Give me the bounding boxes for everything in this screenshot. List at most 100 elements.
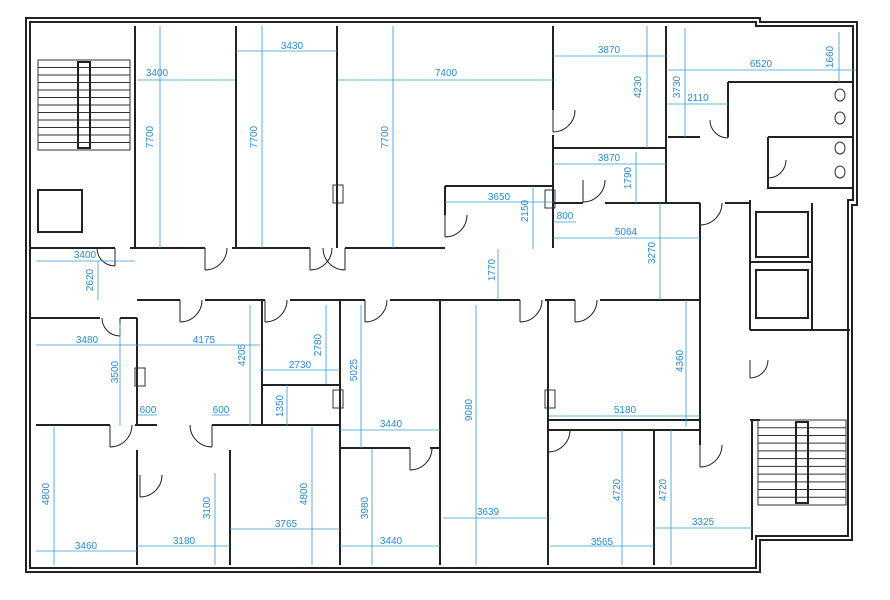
- wall: [553, 26, 667, 204]
- toilet-icon: [834, 88, 846, 102]
- dimension-label: 3870: [598, 45, 621, 56]
- door-swing: [552, 109, 576, 133]
- column-icon: [134, 367, 146, 387]
- dimension-label: 3565: [591, 537, 614, 548]
- dimension-label: 4800: [299, 482, 310, 505]
- dimension-label: 1660: [825, 45, 836, 68]
- wall: [134, 26, 554, 248]
- dimension-label: 1770: [487, 258, 498, 281]
- column-icon: [544, 389, 556, 409]
- wall: [136, 300, 549, 565]
- stair-icon: [757, 419, 847, 506]
- dimension-label: 4205: [237, 343, 248, 366]
- dimension-label: 2620: [85, 268, 96, 291]
- door-swing: [444, 214, 468, 238]
- dimension-label: 3500: [110, 360, 121, 383]
- dimension-label: 3639: [477, 507, 500, 518]
- dimension-label: 3765: [275, 519, 298, 530]
- wall: [30, 247, 137, 319]
- door-swing: [189, 424, 213, 448]
- dimension-label: 3980: [360, 496, 371, 519]
- wall: [25, 17, 858, 573]
- dimension-label: 4720: [658, 478, 669, 501]
- dimension-label: 5064: [615, 227, 638, 238]
- door-swing: [96, 247, 116, 267]
- dimension-label: 1350: [275, 394, 286, 417]
- wall: [29, 21, 854, 569]
- dimension-label: 3400: [74, 250, 97, 261]
- door-swing: [109, 424, 133, 448]
- wall: [668, 81, 853, 189]
- wall: [137, 185, 553, 249]
- wall: [666, 200, 813, 330]
- door-swing: [709, 119, 729, 139]
- door-swing: [364, 299, 388, 323]
- dimension-label: 2150: [520, 199, 531, 222]
- dimension-label: 4230: [633, 75, 644, 98]
- stair-well: [795, 421, 809, 504]
- dimension-label: 7400: [435, 68, 458, 79]
- elevator-icon: [37, 189, 83, 233]
- dimension-lines: 3400 3430 7400 3870 6520 2110 3870 3650 800 5064 3…: [36, 26, 856, 565]
- doors: [96, 109, 787, 498]
- column-icon: [332, 389, 344, 409]
- wall: [547, 300, 700, 565]
- door-swing: [574, 299, 598, 323]
- dimension-label: 3460: [75, 541, 98, 552]
- dimension-label: 6520: [750, 59, 773, 70]
- dimension-label: 7700: [380, 125, 391, 148]
- wall: [36, 203, 701, 445]
- door-swing: [101, 317, 121, 337]
- dimension-label: 600: [213, 405, 230, 416]
- door-swing: [179, 299, 203, 323]
- toilet-icon: [834, 111, 846, 125]
- dimension-label: 4360: [675, 349, 686, 372]
- wall: [212, 300, 341, 565]
- dimension-label: 1790: [623, 166, 634, 189]
- door-swing: [767, 159, 787, 179]
- dimension-label: 3440: [380, 536, 403, 547]
- dimension-label: 3480: [76, 335, 99, 346]
- dimension-label: 800: [557, 211, 574, 222]
- dimension-label: 3870: [598, 153, 621, 164]
- door-swing: [264, 299, 288, 323]
- door-swing: [204, 247, 228, 271]
- door-swing: [309, 247, 333, 271]
- dimension-label: 3430: [281, 41, 304, 52]
- column-icon: [544, 189, 556, 209]
- dimension-label: 3325: [692, 517, 715, 528]
- door-swing: [519, 299, 543, 323]
- dimension-label: 2110: [687, 93, 709, 104]
- dimension-label: 3100: [202, 496, 213, 519]
- dimension-label: 2730: [289, 360, 312, 371]
- dimension-label: 5180: [614, 405, 637, 416]
- dimension-label: 4800: [41, 482, 52, 505]
- dimension-label: 3650: [488, 192, 511, 203]
- door-swing: [699, 444, 723, 468]
- dimension-label: 2780: [313, 333, 324, 356]
- stair-well: [77, 61, 91, 149]
- dimension-label: 600: [140, 405, 157, 416]
- door-swing: [409, 447, 433, 471]
- door-swing: [749, 359, 769, 379]
- elevator-icon: [755, 211, 809, 258]
- door-swing: [547, 429, 571, 453]
- door-swing: [699, 202, 723, 226]
- dimension-label: 3400: [146, 68, 169, 79]
- dimension-label: 7700: [145, 125, 156, 148]
- door-swing: [322, 247, 346, 271]
- dimension-label: 3730: [672, 75, 683, 98]
- column-icon: [332, 184, 344, 204]
- dimension-label: 3440: [380, 419, 403, 430]
- dimension-label: 3180: [173, 536, 196, 547]
- walls: [25, 17, 858, 573]
- dimension-label: 4720: [612, 478, 623, 501]
- door-swing: [582, 179, 606, 203]
- dimension-label: 5025: [349, 358, 360, 381]
- dimension-label: 9080: [464, 398, 475, 421]
- toilet-icon: [834, 165, 846, 179]
- dimension-label: 7700: [249, 125, 260, 148]
- toilet-icon: [834, 141, 846, 155]
- dimension-label: 3270: [647, 241, 658, 264]
